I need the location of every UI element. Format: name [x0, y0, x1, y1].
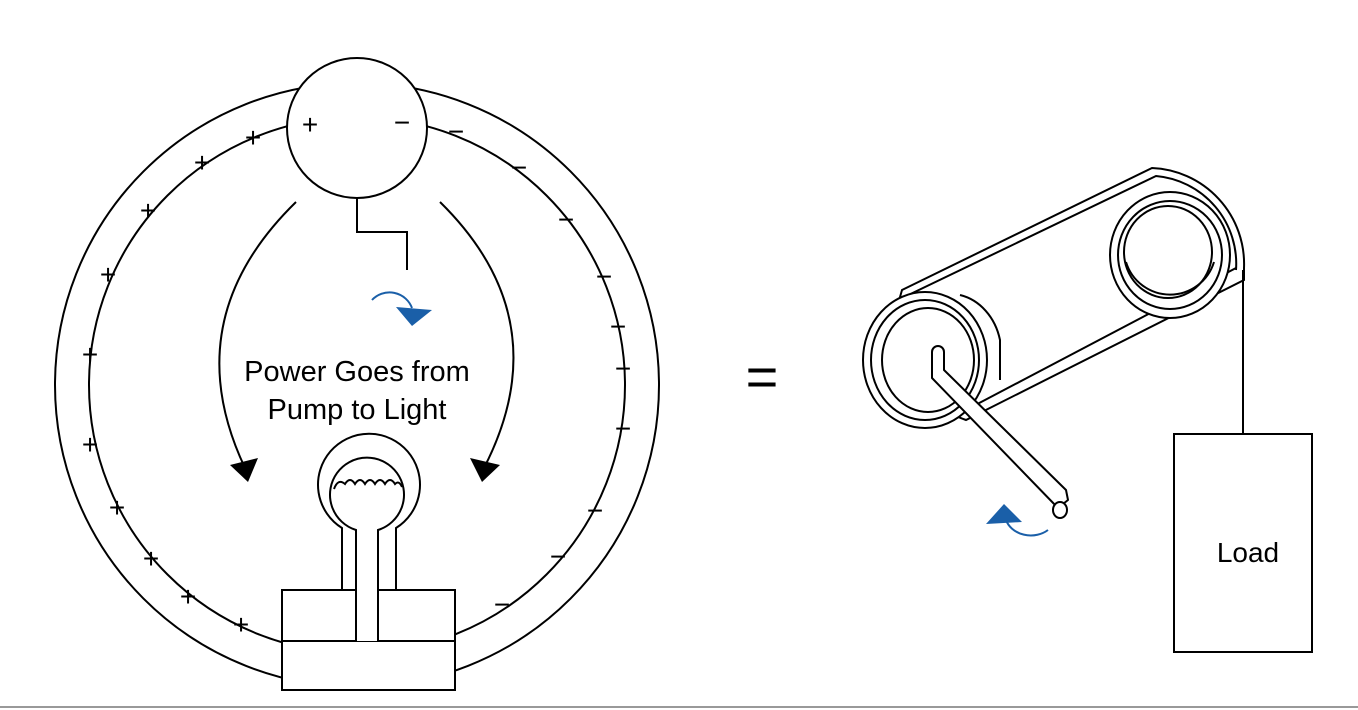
minus-sign: − [558, 204, 574, 235]
right-pulley-lower-rim [1125, 261, 1215, 296]
belt-pulley-system: Load [862, 166, 1313, 653]
minus-sign: − [596, 261, 612, 292]
plus-sign: + [100, 259, 116, 290]
light-bulb [281, 432, 456, 691]
pump-minus-sign: − [394, 107, 410, 138]
left-pulley-back-rim [959, 294, 1001, 380]
minus-sign: − [494, 589, 510, 620]
bulb-inner-outline [329, 456, 405, 641]
caption-line-2: Pump to Light [268, 394, 447, 426]
equals-sign: = [746, 345, 779, 408]
right-pulley-rim [1117, 200, 1223, 310]
positive-charge-signs: + + + + + + + + + + [82, 122, 261, 640]
left-flow-arrowhead [230, 458, 258, 482]
minus-sign: − [448, 116, 464, 147]
negative-charge-signs: − − − − − − − − − − [448, 116, 631, 620]
plus-sign: + [245, 122, 261, 153]
belt-inner-edge-top [897, 174, 1238, 301]
plus-sign: + [143, 543, 159, 574]
minus-sign: − [615, 413, 631, 444]
right-pulley-hub [1123, 205, 1213, 299]
crank-handle-tip [1052, 501, 1068, 519]
caption-line-1: Power Goes from [244, 356, 470, 388]
right-flow-arrow [439, 201, 515, 469]
minus-sign: − [587, 495, 603, 526]
plus-sign: + [82, 339, 98, 370]
crank-handle [931, 345, 1069, 509]
electric-circuit: + − Power Goes from Pump to Light + [54, 57, 660, 691]
right-flow-arrowhead [470, 458, 500, 482]
plus-sign: + [82, 429, 98, 460]
pump-plus-sign: + [302, 109, 318, 140]
plus-sign: + [180, 581, 196, 612]
pump-rotation-arrowhead [396, 307, 432, 326]
load-label: Load [1217, 537, 1279, 568]
left-flow-arrow [218, 201, 297, 469]
bulb-filament [333, 479, 403, 490]
plus-sign: + [140, 195, 156, 226]
plus-sign: + [233, 609, 249, 640]
crank-rotation-arrowhead [986, 504, 1022, 524]
minus-sign: − [550, 541, 566, 572]
pump-crank-shaft [356, 198, 408, 270]
plus-sign: + [109, 492, 125, 523]
crank-rotation-arrow [1005, 519, 1049, 537]
minus-sign: − [511, 152, 527, 183]
load-box [1173, 433, 1313, 653]
plus-sign: + [194, 147, 210, 178]
minus-sign: − [610, 311, 626, 342]
pump-rotation-arrow [371, 291, 413, 309]
minus-sign: − [615, 353, 631, 384]
left-pulley-rim [870, 299, 980, 421]
